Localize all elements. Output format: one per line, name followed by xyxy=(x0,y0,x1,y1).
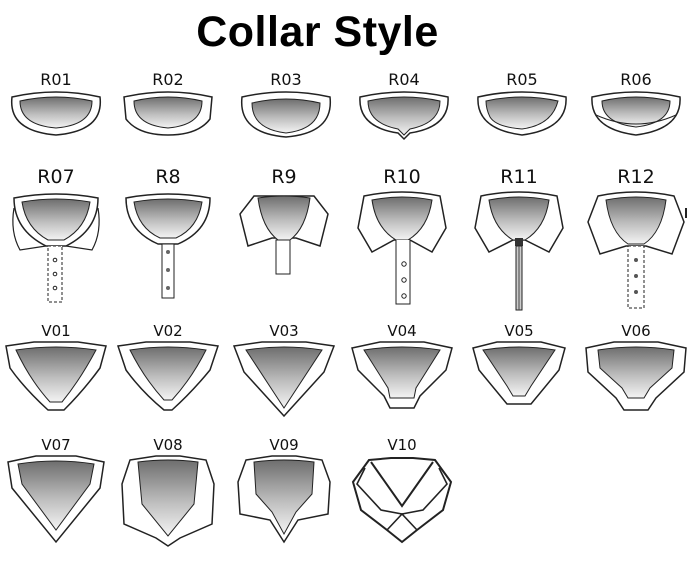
vneck-collar-icon xyxy=(7,455,105,544)
style-code: V04 xyxy=(387,322,417,340)
collar-style-R8[interactable]: R8 xyxy=(112,166,224,308)
page-title: Collar Style xyxy=(196,8,439,56)
style-code: V03 xyxy=(269,322,299,340)
style-code: V10 xyxy=(387,436,417,454)
collar-style-R02[interactable]: R02 xyxy=(112,70,224,141)
collar-style-R04[interactable]: R04 xyxy=(348,70,460,141)
collar-style-R07[interactable]: R07 xyxy=(0,166,112,308)
collar-style-V09[interactable]: V09 xyxy=(228,436,340,546)
style-code: V08 xyxy=(153,436,183,454)
style-code: V01 xyxy=(41,322,71,340)
style-code: R06 xyxy=(620,70,652,89)
round-collar-icon xyxy=(591,91,681,136)
style-code: V07 xyxy=(41,436,71,454)
vneck-collar-icon xyxy=(472,341,566,405)
collar-style-V06[interactable]: V06 xyxy=(580,322,690,416)
style-code: V09 xyxy=(269,436,299,454)
zip-collar-icon xyxy=(474,191,564,311)
style-code: R10 xyxy=(383,166,421,188)
polo-collar-icon xyxy=(12,193,100,303)
collar-style-V10[interactable]: V10 xyxy=(346,436,458,546)
polo-collar-icon xyxy=(239,195,329,275)
vneck-collar-icon xyxy=(351,457,453,544)
collar-style-R01[interactable]: R01 xyxy=(0,70,112,141)
style-code: R12 xyxy=(617,166,655,188)
collar-style-V05[interactable]: V05 xyxy=(463,322,575,416)
collar-style-R12[interactable]: R12 xyxy=(580,166,690,314)
style-code: V06 xyxy=(621,322,651,340)
collar-style-V01[interactable]: V01 xyxy=(0,322,112,416)
vneck-collar-icon xyxy=(5,341,107,411)
collar-style-R06[interactable]: R06 xyxy=(580,70,690,141)
round-collar-icon xyxy=(11,91,101,136)
style-code: R02 xyxy=(152,70,184,89)
vneck-collar-icon xyxy=(232,341,336,418)
polo-collar-icon xyxy=(587,191,687,309)
polo-collar-icon xyxy=(357,191,447,305)
vneck-collar-icon xyxy=(237,455,331,544)
vneck-collar-icon xyxy=(585,341,687,411)
style-code: R04 xyxy=(388,70,420,89)
vneck-collar-icon xyxy=(121,455,215,547)
style-code: R9 xyxy=(271,166,297,188)
style-code: R11 xyxy=(500,166,538,188)
round-collar-icon xyxy=(241,91,331,138)
collar-style-R05[interactable]: R05 xyxy=(466,70,578,141)
style-code: R07 xyxy=(37,166,75,188)
collar-style-V03[interactable]: V03 xyxy=(228,322,340,420)
collar-style-R03[interactable]: R03 xyxy=(230,70,342,141)
polo-collar-icon xyxy=(125,193,211,299)
style-code: V02 xyxy=(153,322,183,340)
style-code: R03 xyxy=(270,70,302,89)
collar-style-R10[interactable]: R10 xyxy=(346,166,458,308)
style-code: V05 xyxy=(504,322,534,340)
collar-style-R9[interactable]: R9 xyxy=(228,166,340,308)
collar-style-R11[interactable]: R11 xyxy=(463,166,575,314)
collar-style-V04[interactable]: V04 xyxy=(346,322,458,416)
style-code: R01 xyxy=(40,70,72,89)
collar-style-V02[interactable]: V02 xyxy=(112,322,224,416)
vneck-collar-icon xyxy=(351,341,453,409)
style-code: R05 xyxy=(506,70,538,89)
vneck-collar-icon xyxy=(117,341,219,411)
round-collar-icon xyxy=(477,91,567,136)
round-collar-icon xyxy=(123,91,213,136)
style-code: R8 xyxy=(155,166,181,188)
collar-style-V08[interactable]: V08 xyxy=(112,436,224,547)
collar-style-V07[interactable]: V07 xyxy=(0,436,112,546)
round-collar-icon xyxy=(359,91,449,141)
